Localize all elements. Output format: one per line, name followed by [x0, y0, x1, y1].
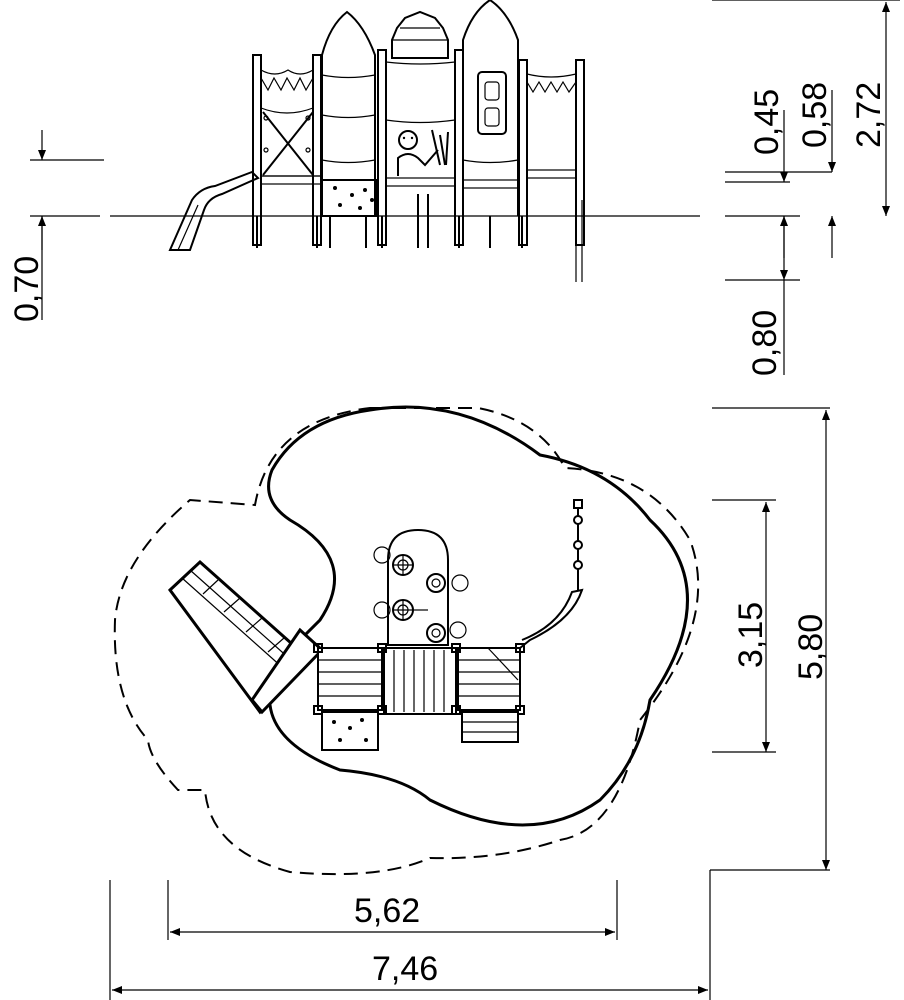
slide-plan — [167, 559, 325, 715]
dim-equipment-width-label: 5,62 — [354, 892, 420, 930]
foundation-posts — [256, 194, 523, 248]
safety-zone-outline — [113, 407, 700, 876]
steering-wheel-icon — [392, 599, 414, 621]
rocket-left — [321, 10, 376, 216]
dim-safety-zone-depth-label: 5,80 — [792, 614, 830, 680]
dim-right-elevation: 2,72 0,58 0,45 0,80 — [712, 0, 900, 376]
dim-total-height-label: 2,72 — [850, 82, 888, 148]
rope-bridge-plan — [519, 499, 584, 649]
climbing-wall-plan — [321, 711, 379, 751]
dim-plan: 5,80 3,15 5,62 7,46 — [109, 407, 830, 1000]
dim-equipment-depth-label: 3,15 — [732, 602, 770, 668]
ladder-plan — [461, 711, 519, 743]
dim-platform-height-label: 0,45 — [748, 89, 786, 155]
play-panel — [373, 528, 469, 646]
deck-plan — [313, 643, 525, 715]
child-figure-icon — [397, 129, 449, 176]
dim-safety-zone-width-label: 7,46 — [372, 950, 438, 988]
dim-depth-left: 0,70 — [8, 130, 104, 322]
castle-top — [377, 10, 464, 246]
elevation-view: 0,70 2,72 0,58 0,45 0,80 — [8, 0, 900, 376]
slide-elevation — [168, 170, 260, 251]
dim-step-height-label: 0,58 — [796, 82, 834, 148]
rocket-right — [462, 0, 519, 216]
right-tower — [518, 59, 585, 282]
dim-depth-left-label: 0,70 — [8, 256, 46, 322]
climbing-wall — [321, 179, 378, 217]
fall-zone-outline — [266, 405, 689, 827]
dim-foundation-depth-label: 0,80 — [746, 310, 784, 376]
steering-wheel-icon — [392, 554, 414, 576]
plan-view: 5,80 3,15 5,62 7,46 — [109, 405, 830, 1000]
